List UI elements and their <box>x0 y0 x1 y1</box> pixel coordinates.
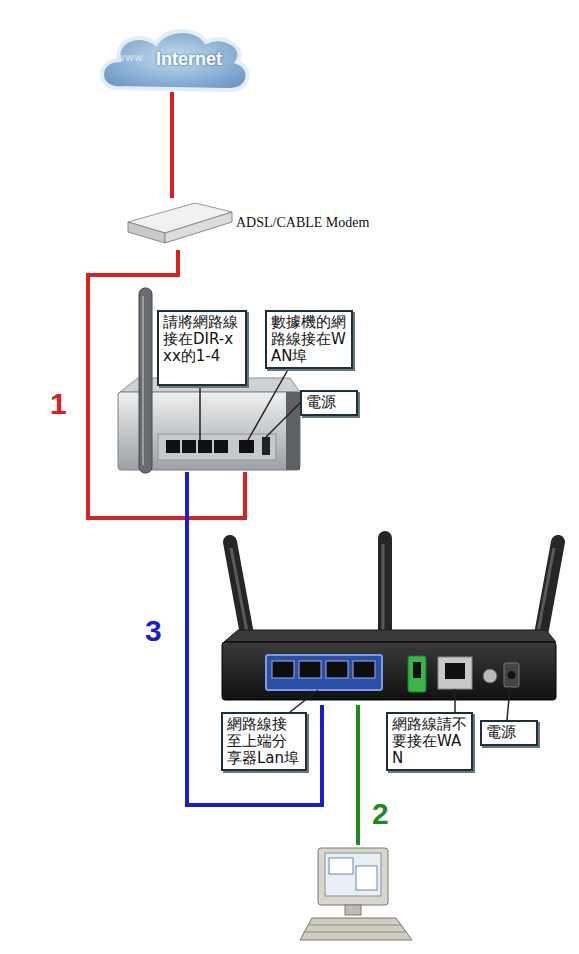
port-panel <box>158 434 276 460</box>
device-label: ADSL/CABLE Modem <box>236 215 369 231</box>
callout-box: 請將網路線接在DIR-xxx的1-4 <box>157 310 247 386</box>
screen-window <box>356 866 377 890</box>
network-cable <box>170 92 174 198</box>
leader-line <box>248 366 290 440</box>
leader-line <box>199 386 201 440</box>
router-node: 請將網路線接在DIR-xxx的1-4 數據機的網路線接在WAN埠電源 <box>115 300 365 472</box>
network-cable <box>356 705 360 845</box>
lan-port-block <box>266 655 382 690</box>
network-cable <box>187 472 322 805</box>
antenna <box>378 538 392 640</box>
power-jack <box>504 663 519 687</box>
power-button <box>483 669 497 683</box>
antenna-highlight <box>538 548 554 632</box>
monitor-screen <box>325 853 381 896</box>
callout-box: 電源 <box>480 720 538 746</box>
antenna-highlight <box>382 544 385 632</box>
lan-port <box>299 661 321 678</box>
callout-box: 數據機的網路線接在WAN埠 <box>265 310 353 369</box>
leader-lines <box>200 366 510 720</box>
modem-front <box>128 222 165 243</box>
callout-text: 電源 <box>486 724 532 741</box>
lan-port <box>272 661 294 678</box>
antenna <box>139 288 152 473</box>
wan-port <box>445 663 465 679</box>
cloud-title: Internet <box>156 49 222 70</box>
callout-number: 1 <box>50 388 67 420</box>
modem-side <box>165 212 232 243</box>
callout-box: 電源 <box>300 390 358 416</box>
wan-port <box>239 440 254 453</box>
callout-text: 數據機的網路線接在WAN埠 <box>271 314 347 365</box>
cloud-subtext: www <box>116 51 143 64</box>
router-node <box>218 530 558 705</box>
monitor <box>318 848 388 905</box>
router-top <box>224 630 556 642</box>
power-jack <box>262 437 270 455</box>
antenna-highlight <box>142 296 144 465</box>
computer-illustration <box>300 848 412 940</box>
antenna <box>230 542 248 640</box>
leader-line <box>507 687 510 720</box>
antenna-highlight <box>231 548 247 632</box>
modem-illustration <box>128 203 232 243</box>
callout-number: 2 <box>372 798 389 830</box>
callout-box: 網路線接至上端分享器Lan埠 <box>221 712 307 771</box>
monitor-stand <box>345 905 361 915</box>
callout-text: 網路線接至上端分享器Lan埠 <box>227 716 301 767</box>
lan-port <box>214 440 228 453</box>
keyboard <box>300 918 412 940</box>
lan-port <box>166 440 180 453</box>
callout-text: 請將網路線接在DIR-xxx的1-4 <box>163 314 241 365</box>
lan-port <box>182 440 196 453</box>
router-side <box>286 392 300 470</box>
leader-line <box>266 403 300 437</box>
computer-node <box>300 845 418 945</box>
keyboard-row <box>305 932 406 933</box>
internet-cloud <box>102 31 248 90</box>
lan-port <box>198 440 212 453</box>
cloud-shape <box>102 31 248 90</box>
callout-text: 網路線請不要接在WAN <box>392 716 467 767</box>
modem-node: ADSL/CABLE Modem <box>126 198 400 250</box>
screen-window <box>329 858 353 874</box>
callout-number: 3 <box>145 615 162 647</box>
usb-slot <box>413 662 421 678</box>
router-2-illustration <box>222 538 558 700</box>
usb-port <box>408 656 426 692</box>
keyboard-row <box>309 925 401 926</box>
lan-port <box>326 661 348 678</box>
wan-port-frame <box>438 657 472 689</box>
router-body <box>222 642 556 700</box>
lan-port <box>353 661 375 678</box>
power-jack-hole <box>508 671 516 679</box>
callout-text: 電源 <box>306 394 352 411</box>
internet-cloud-node: www Internet <box>100 30 250 92</box>
antenna <box>540 542 558 640</box>
leader-line <box>290 690 318 712</box>
callout-box: 網路線請不要接在WAN <box>386 712 473 771</box>
leader-line <box>454 689 456 712</box>
